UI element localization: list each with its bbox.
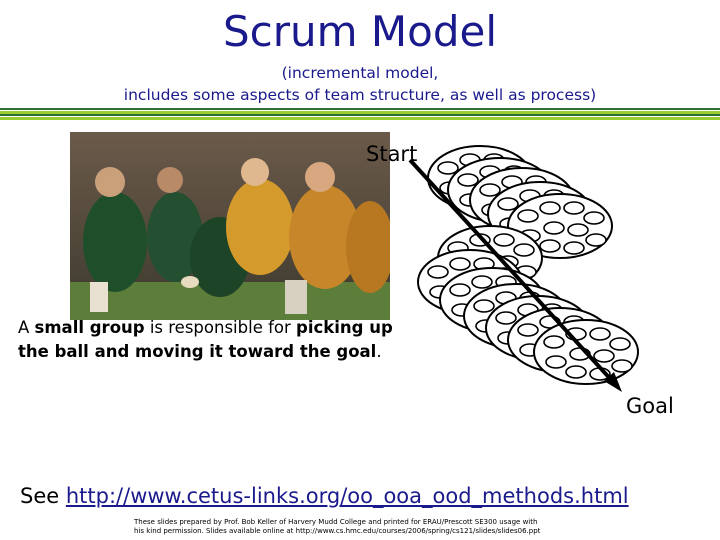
goal-label: Goal (626, 394, 674, 418)
slide-subtitle: (incremental model, includes some aspect… (0, 62, 720, 106)
rugby-scrum-photo (70, 132, 390, 320)
caption-text-2: is responsible for (144, 318, 297, 337)
title-divider (0, 108, 720, 120)
caption-bold-picking-up: picking up the ball and moving it toward… (18, 318, 393, 361)
scrum-sprint-diagram (408, 145, 639, 392)
caption-text-3: . (376, 342, 382, 361)
see-prefix: See (20, 484, 66, 508)
slide-footer: These slides prepared by Prof. Bob Kelle… (134, 518, 604, 536)
scrum-caption: A small group is responsible for picking… (18, 316, 393, 364)
footer-line-2: his kind permission. Slides available on… (134, 527, 541, 535)
slide-title: Scrum Model (222, 7, 497, 56)
caption-text-1: A (18, 318, 35, 337)
subtitle-line-1: (incremental model, (281, 64, 439, 82)
footer-line-1: These slides prepared by Prof. Bob Kelle… (134, 518, 538, 526)
caption-bold-small-group: small group (34, 318, 145, 337)
cetus-links-url[interactable]: http://www.cetus-links.org/oo_ooa_ood_me… (65, 484, 629, 508)
start-label: Start (366, 142, 418, 166)
see-link-line: See http://www.cetus-links.org/oo_ooa_oo… (20, 484, 629, 508)
subtitle-line-2: includes some aspects of team structure,… (123, 86, 597, 104)
